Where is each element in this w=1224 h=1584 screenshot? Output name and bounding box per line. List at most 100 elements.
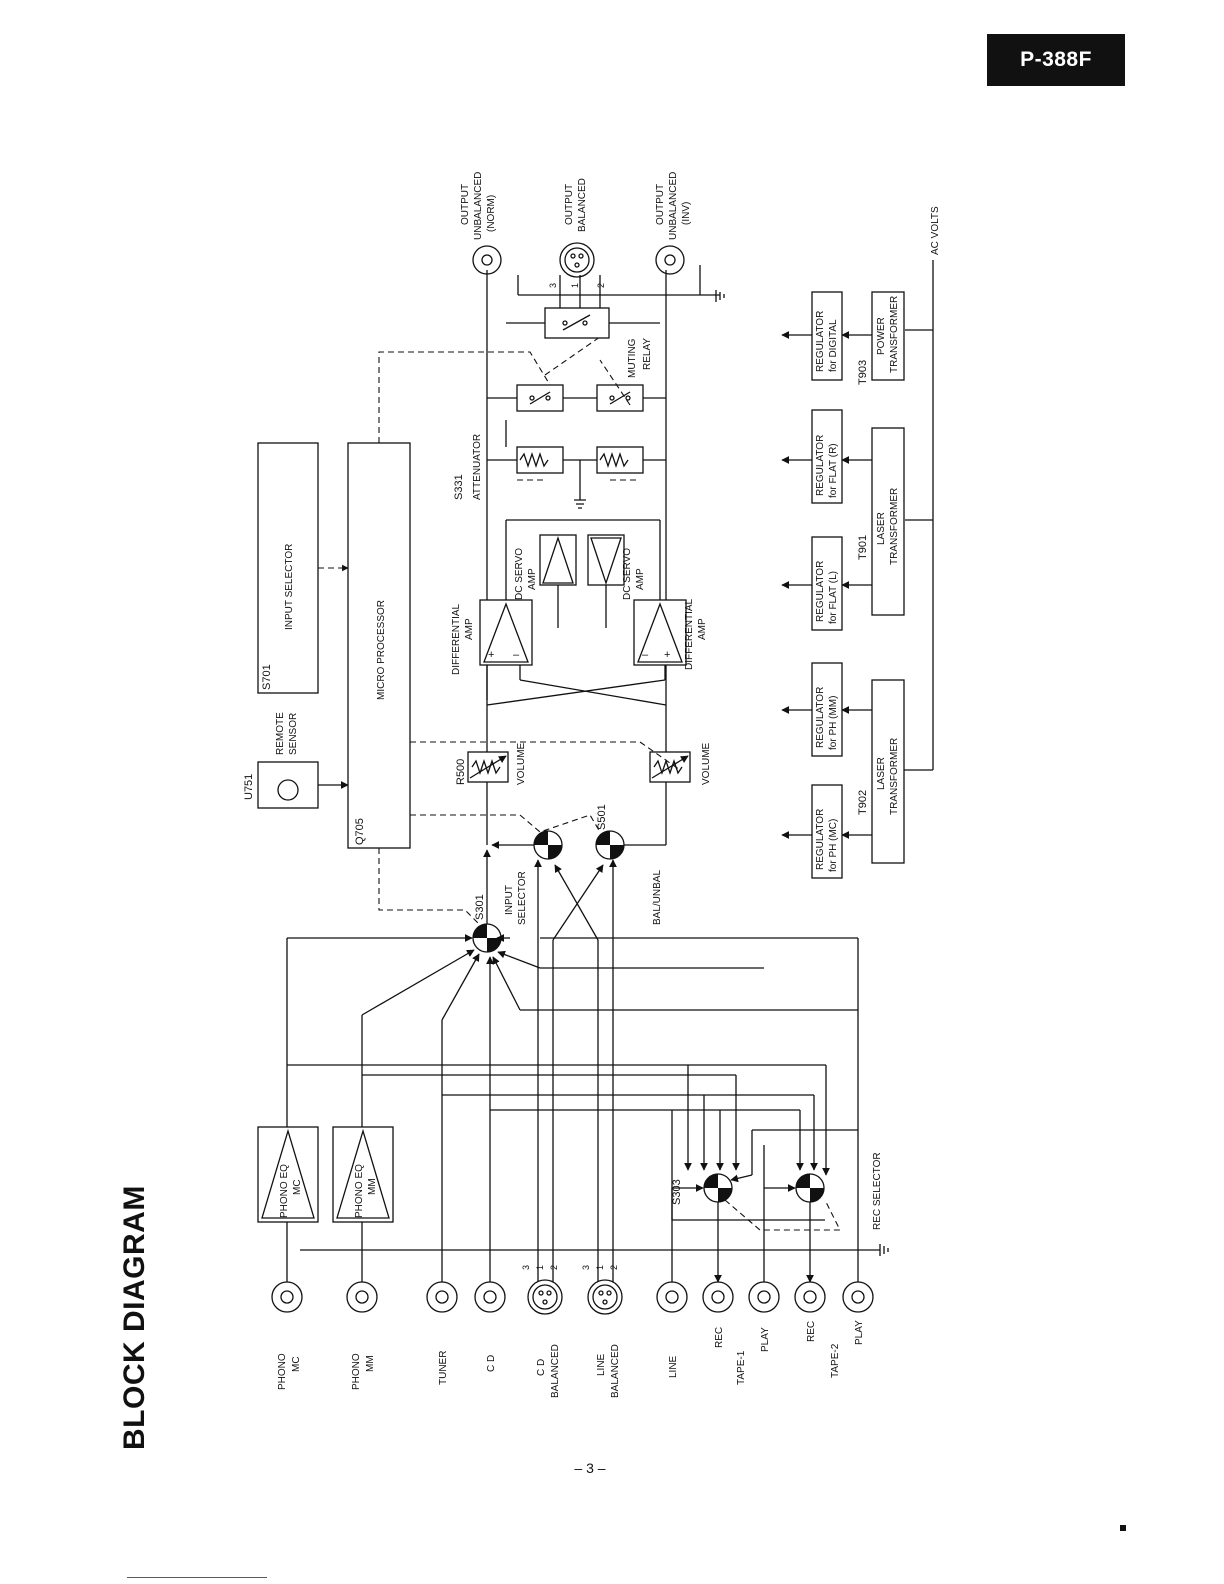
- transformer-t901: [871, 427, 905, 616]
- input-selector-label: SELECTOR: [517, 871, 528, 925]
- input-label: BALANCED: [550, 1344, 561, 1398]
- output-label: OUTPUT: [655, 184, 666, 225]
- s301-label: S301: [474, 894, 486, 920]
- page-number: – 3 –: [574, 1460, 606, 1476]
- phono-eq-label: MM: [367, 1178, 378, 1195]
- dc-servo-label: AMP: [635, 568, 646, 590]
- jack-tape1-rec: [702, 1281, 734, 1313]
- output-label: (NORM): [486, 195, 497, 232]
- regulator-label: for PH (MM): [828, 696, 839, 750]
- regulator-label: for DIGITAL: [828, 319, 839, 372]
- output-label: UNBALANCED: [473, 172, 484, 240]
- xlr-pin-label: 3: [521, 1265, 531, 1270]
- xlr-pin-labels: 3 1 2 3 1 2: [521, 1265, 619, 1270]
- amp-plus-sign: +: [664, 649, 670, 661]
- attenuator-label: ATTENUATOR: [472, 434, 483, 500]
- transformer-ref: T901: [857, 535, 869, 560]
- regulator-label: REGULATOR: [815, 435, 826, 496]
- transformer-label: TRANSFORMER: [889, 488, 900, 565]
- volume-r500: R500 VOLUME VOLUME: [455, 665, 712, 845]
- footer-link-underline: [127, 1577, 267, 1578]
- input-labels: PHONO MC PHONO MM TUNER C D C D BALANCED…: [277, 1320, 865, 1398]
- xlr-line-balanced: [587, 1279, 623, 1315]
- regulator-ph-mm: [811, 662, 843, 757]
- input-selector-box-label: INPUT SELECTOR: [284, 544, 295, 630]
- jack-tuner: [426, 1281, 458, 1313]
- outputs: 3 1 2 OUTPUT UNBALANCED (NORM) OUTPUT BA…: [460, 172, 725, 308]
- xlr-pin-label: 2: [609, 1265, 619, 1270]
- phono-eq-label: PHONO EQ: [279, 1164, 290, 1218]
- jack-output-unbal-inv: [655, 245, 685, 275]
- s501-label: S501: [596, 804, 608, 830]
- power-section: REGULATOR for PH (MC) REGULATOR for PH (…: [781, 206, 941, 879]
- xlr-pin-label: 3: [548, 283, 558, 288]
- rec-selector-label: REC SELECTOR: [872, 1152, 883, 1230]
- output-label: OUTPUT: [564, 184, 575, 225]
- regulator-label: REGULATOR: [815, 311, 826, 372]
- diff-amp-label: AMP: [464, 618, 475, 640]
- remote-sensor-box: [257, 761, 319, 809]
- amp-minus-sign: –: [642, 649, 649, 661]
- diff-amp-label: DIFFERENTIAL: [684, 598, 695, 670]
- attenuator-muting: S331 ATTENUATOR MUTING RELAY: [453, 270, 667, 600]
- xlr-pin-label: 1: [535, 1265, 545, 1270]
- transformer-label: TRANSFORMER: [889, 738, 900, 815]
- jack-line: [656, 1281, 688, 1313]
- r500-label: R500: [455, 759, 467, 785]
- input-label: TUNER: [438, 1351, 449, 1385]
- transformer-label: LASER: [876, 757, 887, 790]
- ac-volts-label: AC VOLTS: [930, 206, 941, 255]
- transformer-t903: [871, 291, 905, 381]
- phono-eq-label: PHONO EQ: [354, 1164, 365, 1218]
- input-selector-box: [257, 442, 319, 694]
- rec-selector-s303: S303 REC SELECTOR: [671, 1129, 883, 1283]
- diff-amp-label: AMP: [697, 618, 708, 640]
- remote-sensor-label: REMOTE: [275, 712, 286, 755]
- jack-phono-mm: [346, 1281, 378, 1313]
- regulator-label: REGULATOR: [815, 809, 826, 870]
- muting-label: RELAY: [642, 338, 653, 370]
- input-label: C D: [536, 1359, 547, 1376]
- micro-processor-box: [347, 442, 411, 849]
- xlr-pin-label: 1: [595, 1265, 605, 1270]
- corner-mark: [1120, 1525, 1126, 1531]
- remote-sensor-label: SENSOR: [288, 713, 299, 755]
- regulator-label: REGULATOR: [815, 687, 826, 748]
- q705-label: Q705: [354, 818, 366, 845]
- input-label: PHONO: [277, 1353, 288, 1390]
- input-label: TAPE-1: [736, 1350, 747, 1385]
- input-label: LINE: [596, 1353, 607, 1376]
- volume-label: VOLUME: [516, 742, 527, 785]
- s303-label: S303: [671, 1179, 683, 1205]
- ground-symbol-inputs: [879, 1244, 889, 1256]
- output-label: UNBALANCED: [668, 172, 679, 240]
- s331-label: S331: [453, 474, 465, 500]
- input-label: C D: [486, 1355, 497, 1372]
- regulator-flat-l: [811, 536, 843, 631]
- jack-phono-mc: [271, 1281, 303, 1313]
- xlr-pin-label: 1: [570, 283, 580, 288]
- jack-tape2-play: [842, 1281, 874, 1313]
- input-label: MM: [365, 1355, 376, 1372]
- dc-servo-label: DC SERVO: [622, 548, 633, 600]
- transformer-label: LASER: [876, 512, 887, 545]
- dc-servo-label: AMP: [527, 568, 538, 590]
- regulator-label: for PH (MC): [828, 819, 839, 872]
- transformer-ref: T903: [857, 360, 869, 385]
- regulator-ph-mc: [811, 784, 843, 879]
- input-label: PHONO: [351, 1353, 362, 1390]
- control-section: U751 REMOTE SENSOR S701 INPUT SELECTOR Q…: [243, 351, 681, 926]
- bal-unbal-s501: S501 BAL/UNBAL: [491, 804, 666, 1282]
- output-label: OUTPUT: [460, 184, 471, 225]
- input-selector-label: INPUT: [504, 885, 515, 915]
- phono-eq-mm: PHONO EQ MM: [332, 1126, 394, 1223]
- input-label: REC: [806, 1321, 817, 1342]
- xlr-cd-balanced: [527, 1279, 563, 1315]
- differential-amps: + – – + DIFFERENTIAL AMP DIFFERENTIAL AM…: [451, 520, 708, 706]
- jack-tape2-rec: [794, 1281, 826, 1313]
- transformer-ref: T902: [857, 790, 869, 815]
- diff-amp-label: DIFFERENTIAL: [451, 603, 462, 675]
- input-wiring: [286, 934, 859, 1282]
- xlr-pin-label: 3: [581, 1265, 591, 1270]
